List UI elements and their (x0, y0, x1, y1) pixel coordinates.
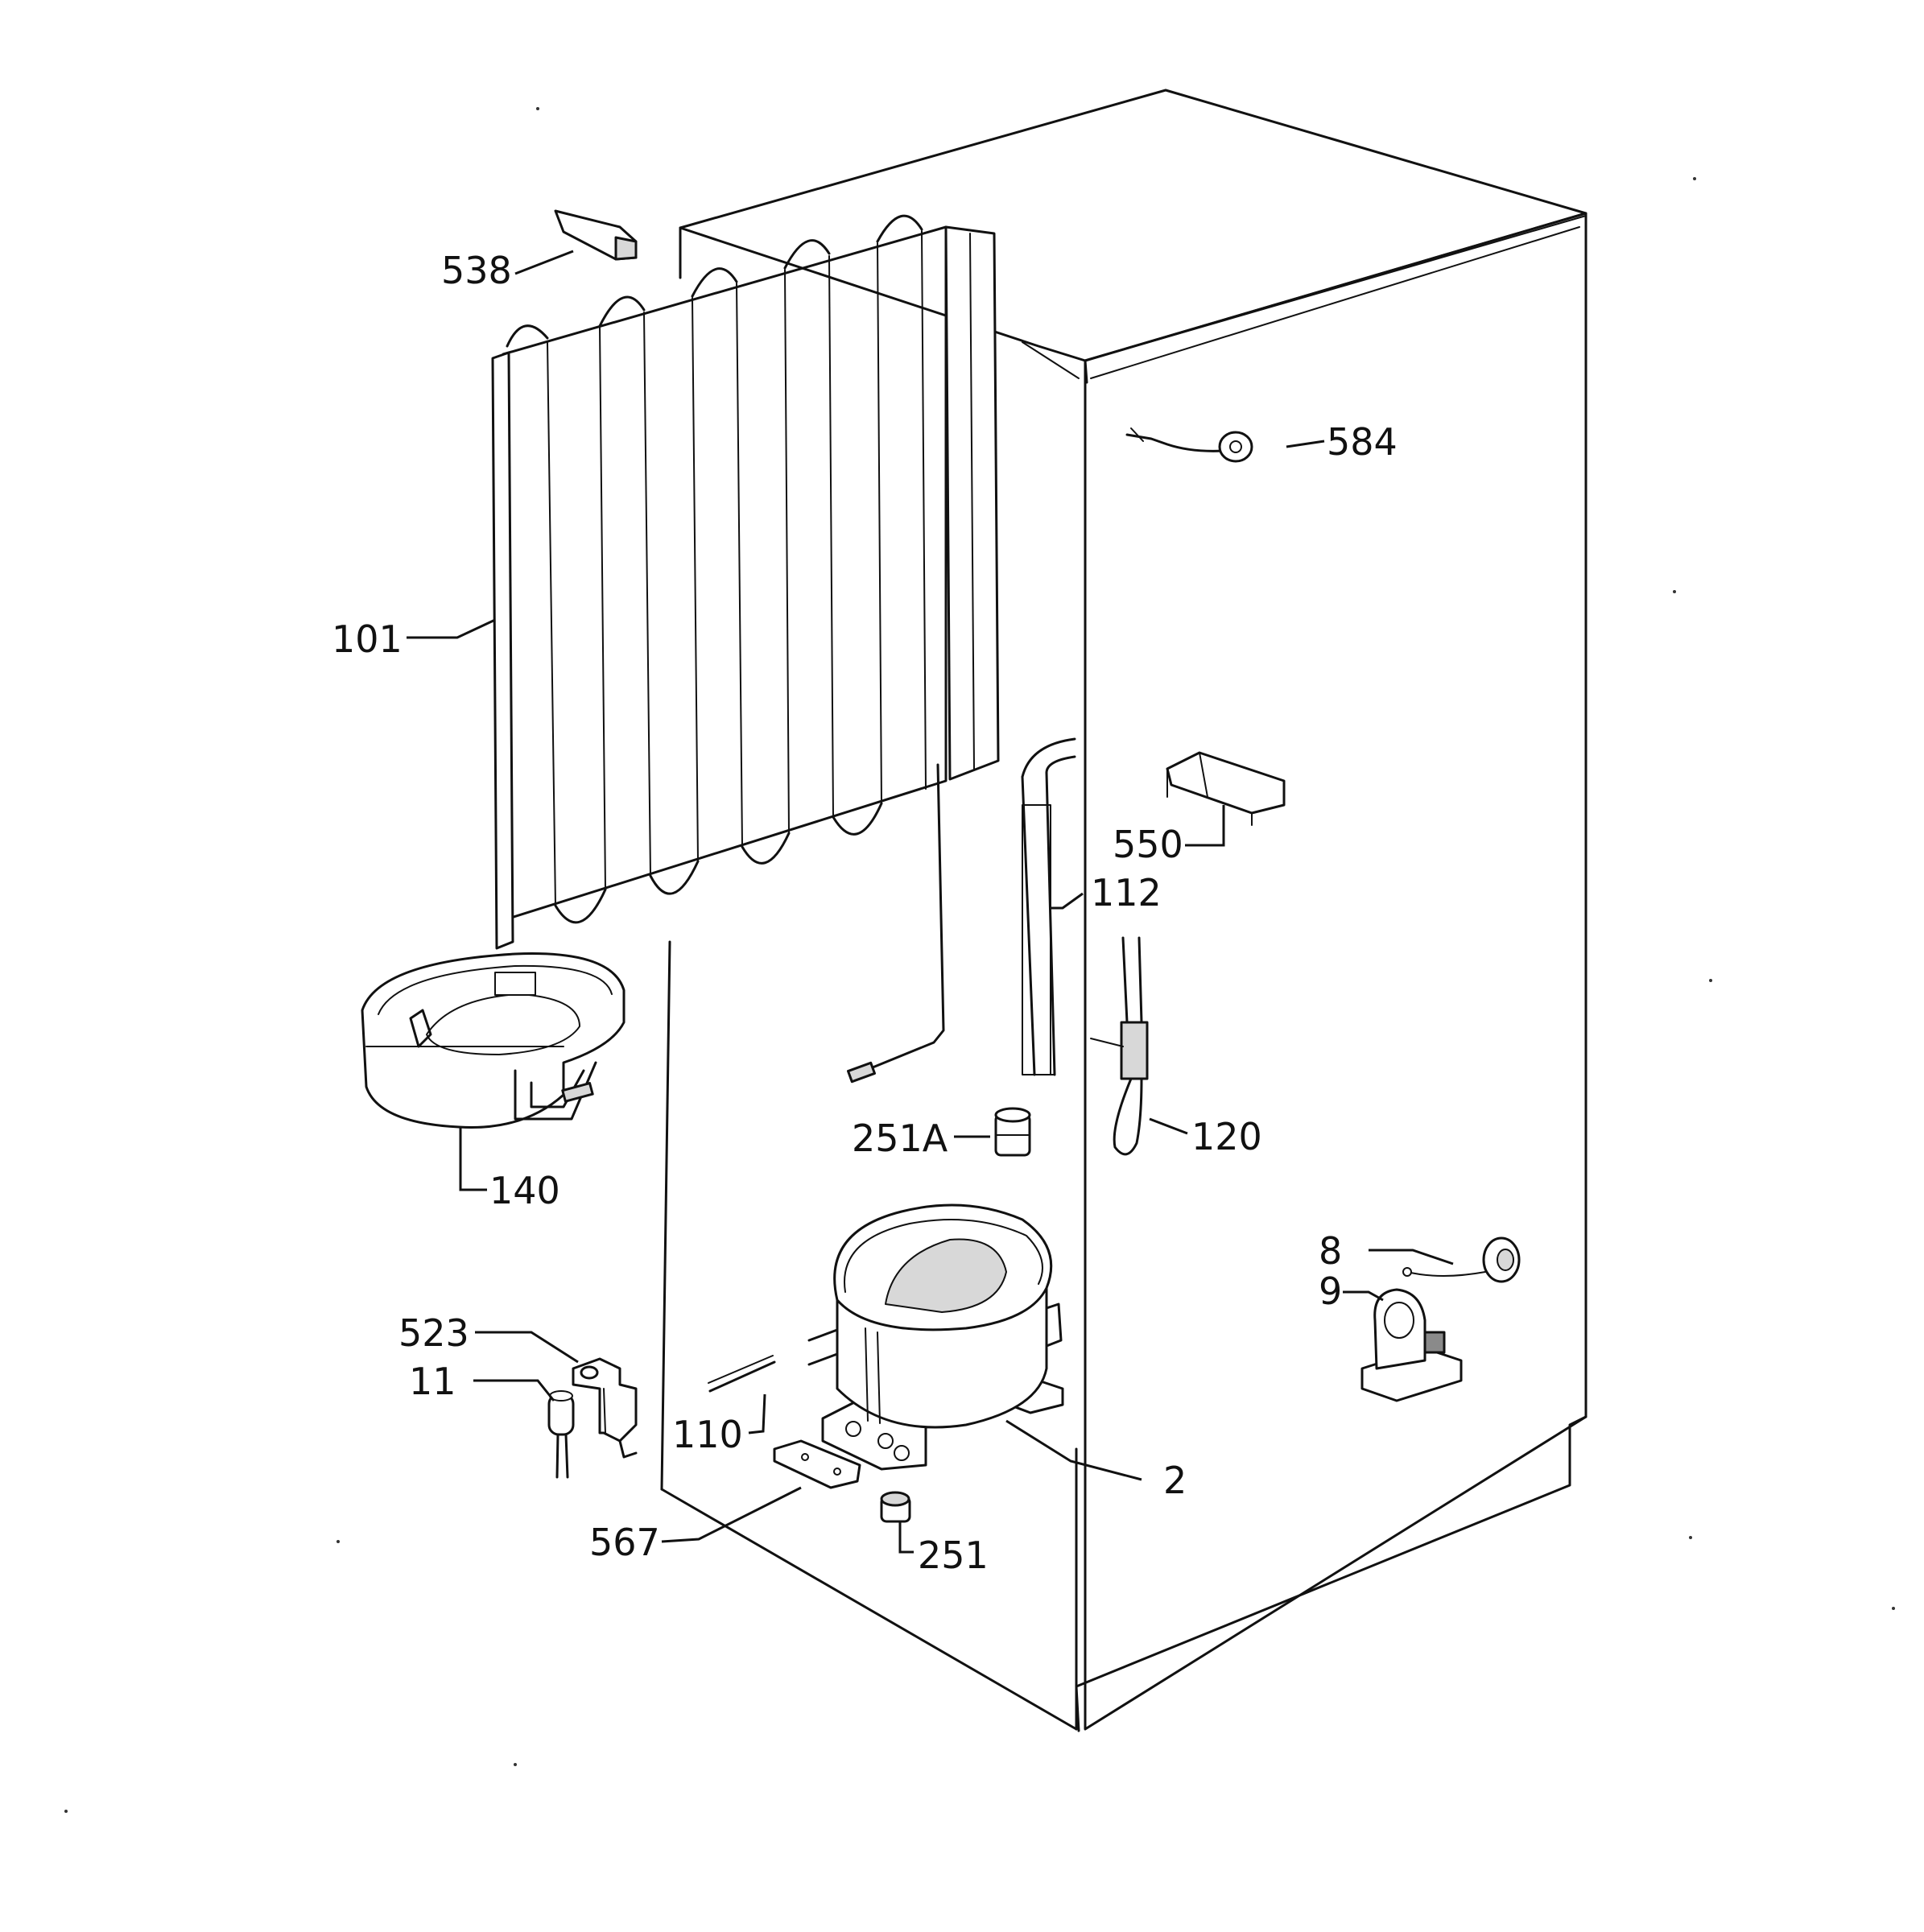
condenser (491, 214, 1000, 1084)
part-523-relay (572, 1357, 638, 1459)
part-120-capillary (1090, 936, 1149, 1156)
part-251a-grommet (994, 1107, 1031, 1157)
label-584: 584 (1327, 420, 1398, 464)
part-2-compressor (807, 1203, 1064, 1471)
part-11-capacitor (547, 1390, 575, 1479)
label-538: 538 (441, 249, 512, 292)
part-567-plate (773, 1439, 861, 1489)
part-112-drier (1021, 737, 1076, 1076)
label-251: 251 (918, 1534, 989, 1577)
label-140: 140 (489, 1169, 560, 1212)
leader-lines (407, 250, 1454, 1554)
label-550: 550 (1113, 823, 1183, 866)
part-550-bracket (1166, 751, 1286, 826)
part-584-sensor (1125, 427, 1253, 463)
label-2: 2 (1163, 1459, 1187, 1502)
label-110: 110 (672, 1413, 743, 1456)
label-120: 120 (1191, 1115, 1262, 1158)
part-8-thermostat (1402, 1236, 1521, 1283)
label-567: 567 (589, 1521, 660, 1564)
label-523: 523 (398, 1311, 469, 1355)
cabinet-body (660, 89, 1588, 1732)
part-140-drip-tray (361, 952, 626, 1129)
label-11: 11 (409, 1360, 456, 1403)
label-251a: 251A (852, 1117, 948, 1160)
part-251-grommet (880, 1491, 911, 1523)
label-9: 9 (1319, 1269, 1342, 1313)
label-112: 112 (1091, 871, 1162, 914)
label-8: 8 (1319, 1229, 1342, 1273)
part-9-clip (1360, 1288, 1463, 1402)
label-101: 101 (332, 617, 403, 661)
scan-specks (64, 107, 1895, 1813)
part-538-block (554, 209, 638, 261)
part-110-rod (708, 1355, 776, 1393)
